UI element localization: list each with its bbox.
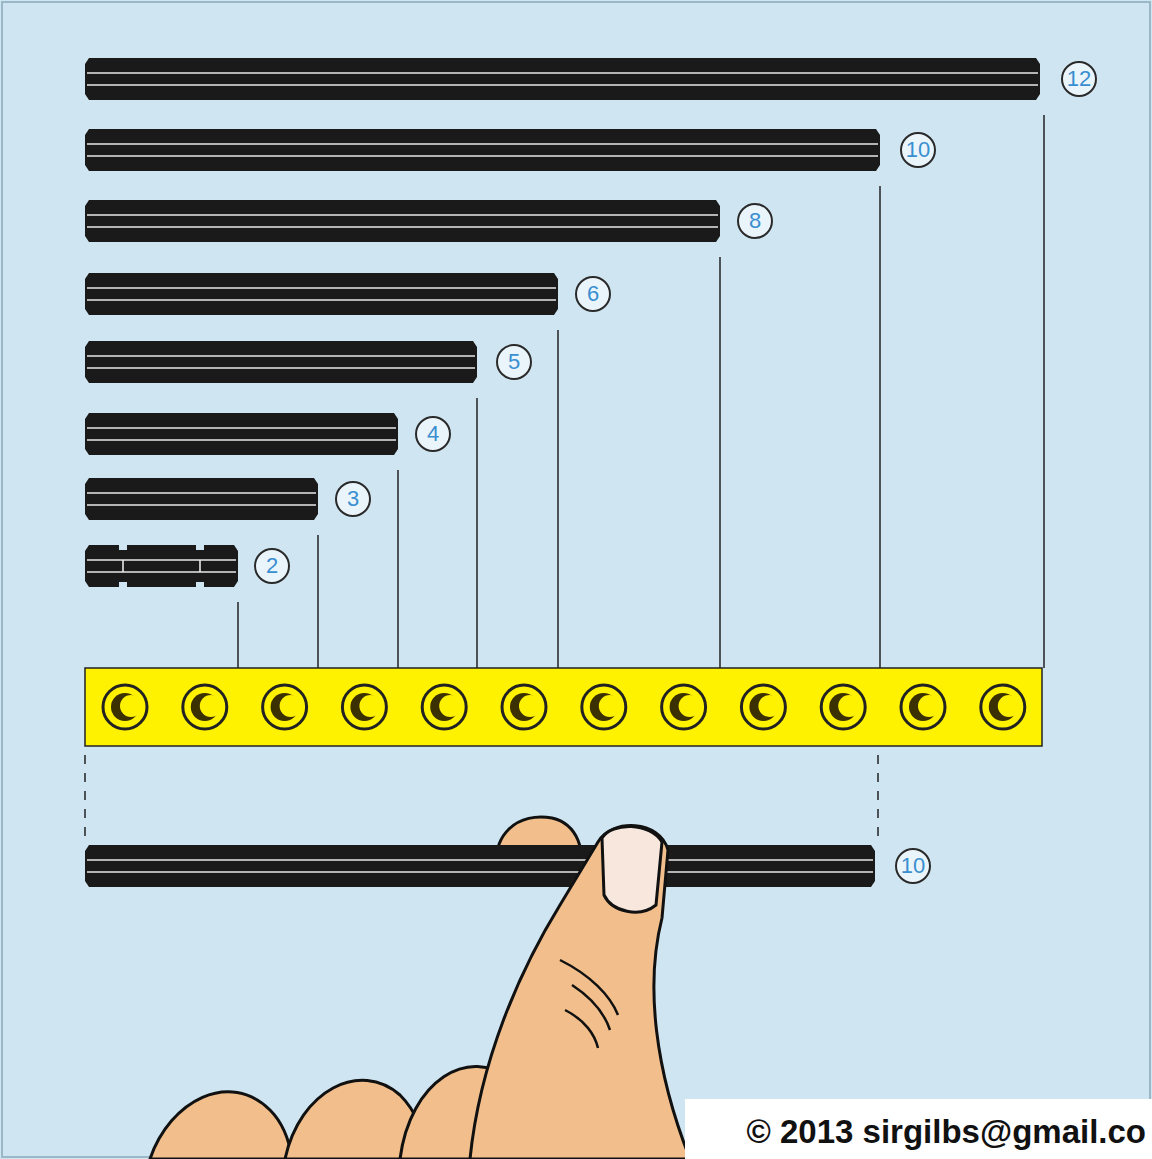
axle-groove bbox=[87, 155, 878, 157]
beam-hole bbox=[422, 685, 466, 729]
beam-hole bbox=[183, 685, 227, 729]
dashed-guides bbox=[85, 755, 878, 842]
axle-groove bbox=[87, 439, 396, 441]
hole-crescent bbox=[359, 695, 381, 717]
callout-number: 2 bbox=[254, 548, 290, 584]
beam-hole bbox=[662, 685, 706, 729]
hole-crescent bbox=[998, 695, 1020, 717]
axle-notch bbox=[119, 544, 127, 550]
axle-groove bbox=[87, 214, 718, 216]
leader-line bbox=[719, 257, 721, 668]
beam-hole bbox=[981, 685, 1025, 729]
axle-groove bbox=[87, 871, 873, 873]
leader-line bbox=[1043, 115, 1045, 668]
callout-number: 6 bbox=[575, 276, 611, 312]
beam-hole bbox=[821, 685, 865, 729]
callout-number: 10 bbox=[900, 132, 936, 168]
axle bbox=[85, 341, 477, 383]
leader-line bbox=[317, 535, 319, 668]
hole-crescent bbox=[679, 695, 701, 717]
axle bbox=[85, 845, 875, 887]
beam-hole bbox=[103, 685, 147, 729]
hole-crescent bbox=[120, 695, 142, 717]
axle-groove bbox=[87, 143, 878, 145]
axle-groove bbox=[87, 559, 236, 561]
leader-line bbox=[237, 602, 239, 668]
hole-crescent bbox=[200, 695, 222, 717]
axle bbox=[85, 545, 238, 587]
held-axle bbox=[85, 845, 875, 887]
axle-notch bbox=[196, 582, 204, 588]
axle-groove bbox=[87, 355, 475, 357]
axle-groove bbox=[87, 72, 1038, 74]
leader-line bbox=[879, 186, 881, 668]
axle-groove bbox=[87, 299, 556, 301]
hole-crescent bbox=[519, 695, 541, 717]
axle bbox=[85, 58, 1040, 100]
callout-number: 8 bbox=[737, 203, 773, 239]
axle-groove bbox=[87, 427, 396, 429]
axle bbox=[85, 273, 558, 315]
axle-groove bbox=[122, 560, 124, 572]
axle bbox=[85, 478, 318, 520]
axle-groove bbox=[87, 504, 316, 506]
axles bbox=[85, 58, 1040, 588]
beam-hole bbox=[502, 685, 546, 729]
beam-hole bbox=[901, 685, 945, 729]
axle-notch bbox=[196, 544, 204, 550]
hole-crescent bbox=[599, 695, 621, 717]
beam bbox=[85, 668, 1042, 746]
axle-notch bbox=[119, 582, 127, 588]
axle-groove bbox=[87, 859, 873, 861]
axle-groove bbox=[87, 492, 316, 494]
beam-hole bbox=[263, 685, 307, 729]
leader-line bbox=[397, 470, 399, 668]
axle-groove bbox=[87, 226, 718, 228]
axle-groove bbox=[87, 84, 1038, 86]
axle-groove bbox=[87, 571, 236, 573]
hole-crescent bbox=[918, 695, 940, 717]
callout-number: 10 bbox=[895, 848, 931, 884]
hand bbox=[150, 826, 690, 1159]
axle-groove bbox=[199, 560, 201, 572]
axle bbox=[85, 200, 720, 242]
leader-line bbox=[476, 398, 478, 668]
hole-crescent bbox=[758, 695, 780, 717]
hole-crescent bbox=[838, 695, 860, 717]
callout-number: 12 bbox=[1061, 61, 1097, 97]
beam-hole bbox=[582, 685, 626, 729]
callout-number: 4 bbox=[415, 416, 451, 452]
axle-groove bbox=[87, 287, 556, 289]
leader-lines bbox=[238, 115, 1044, 668]
hole-crescent bbox=[280, 695, 302, 717]
watermark: © 2013 sirgilbs@gmail.co bbox=[685, 1099, 1152, 1159]
callout-number: 3 bbox=[335, 481, 371, 517]
callout-number: 5 bbox=[496, 344, 532, 380]
hole-crescent bbox=[439, 695, 461, 717]
beam-hole bbox=[741, 685, 785, 729]
axle bbox=[85, 129, 880, 171]
beam-hole bbox=[342, 685, 386, 729]
axle-groove bbox=[87, 367, 475, 369]
axle bbox=[85, 413, 398, 455]
leader-line bbox=[557, 330, 559, 668]
